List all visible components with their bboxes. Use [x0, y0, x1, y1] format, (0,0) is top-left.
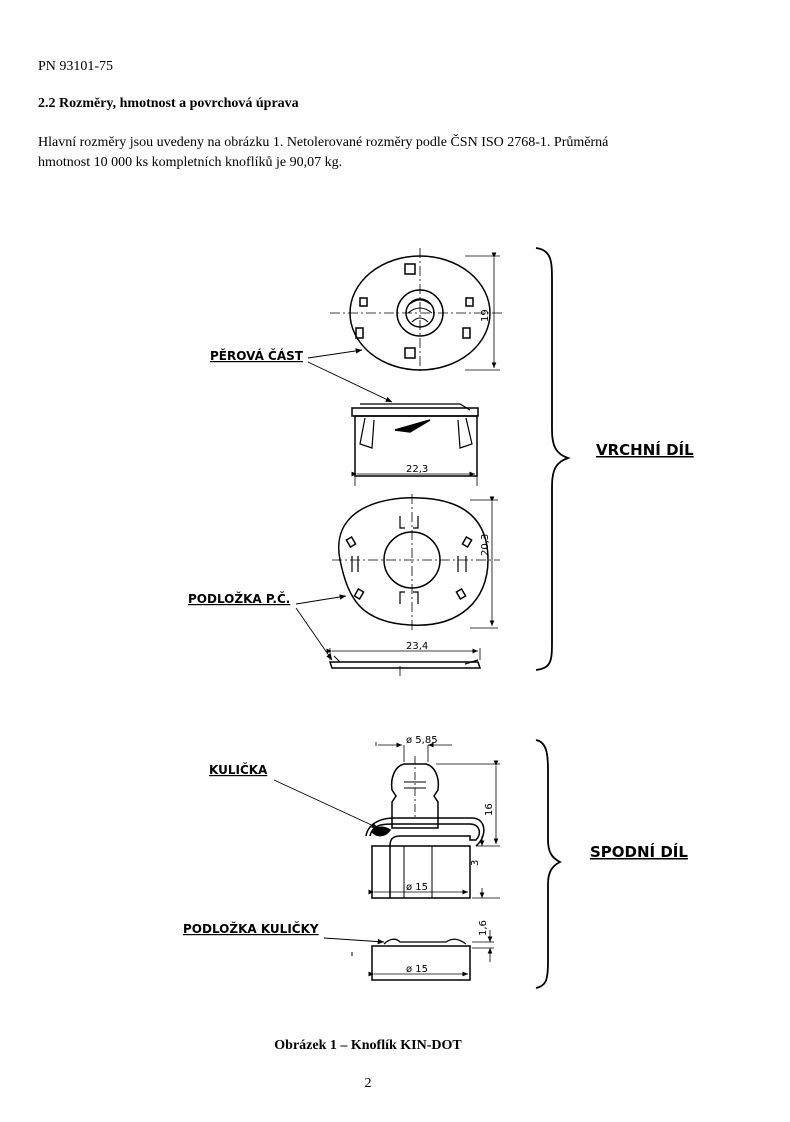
dim-22-3: 22,3: [406, 464, 428, 475]
label-perova-cast: PĚROVÁ ČÁST: [210, 348, 304, 363]
spring-part-side-view: [351, 403, 479, 486]
document-id: PN 93101-75: [38, 59, 114, 74]
label-spodni-dil: SPODNÍ DÍL: [590, 842, 688, 861]
brace-upper: [535, 247, 571, 671]
washer-pc-side-view: [326, 648, 482, 676]
brace-lower: [535, 739, 563, 989]
label-podlozka-kulicky: PODLOŽKA KULIČKY: [183, 921, 319, 936]
dim-3: 3: [470, 860, 481, 866]
dim-20-3: 20,3: [480, 534, 491, 556]
dim-23-4: 23,4: [406, 641, 428, 652]
section-heading: 2.2 Rozměry, hmotnost a povrchová úprava: [38, 96, 299, 111]
dim-15-a: ø 15: [406, 882, 428, 893]
paragraph-line-2: hmotnost 10 000 ks kompletních knoflíků …: [38, 155, 343, 170]
washer-pc-top-view: [332, 494, 500, 630]
dim-16: 16: [484, 803, 495, 816]
dim-19: 19: [480, 309, 491, 322]
dim-15-b: ø 15: [406, 964, 428, 975]
body-paragraph: Hlavní rozměry jsou uvedeny na obrázku 1…: [38, 133, 738, 173]
dim-5-85: ø 5,85: [406, 735, 438, 746]
dim-1-6: 1,6: [478, 920, 489, 936]
label-podlozka-pc: PODLOŽKA P.Č.: [188, 591, 290, 606]
ball-stud-section: [365, 742, 500, 899]
ball-washer-section: [351, 930, 494, 981]
label-kulicka: KULIČKA: [209, 762, 268, 777]
page-number: 2: [364, 1076, 372, 1091]
paragraph-line-1: Hlavní rozměry jsou uvedeny na obrázku 1…: [38, 135, 609, 150]
figure-caption: Obrázek 1 – Knoflík KIN-DOT: [274, 1038, 462, 1053]
label-vrchni-dil: VRCHNÍ DÍL: [596, 440, 694, 459]
spring-part-top-view: [330, 248, 502, 372]
